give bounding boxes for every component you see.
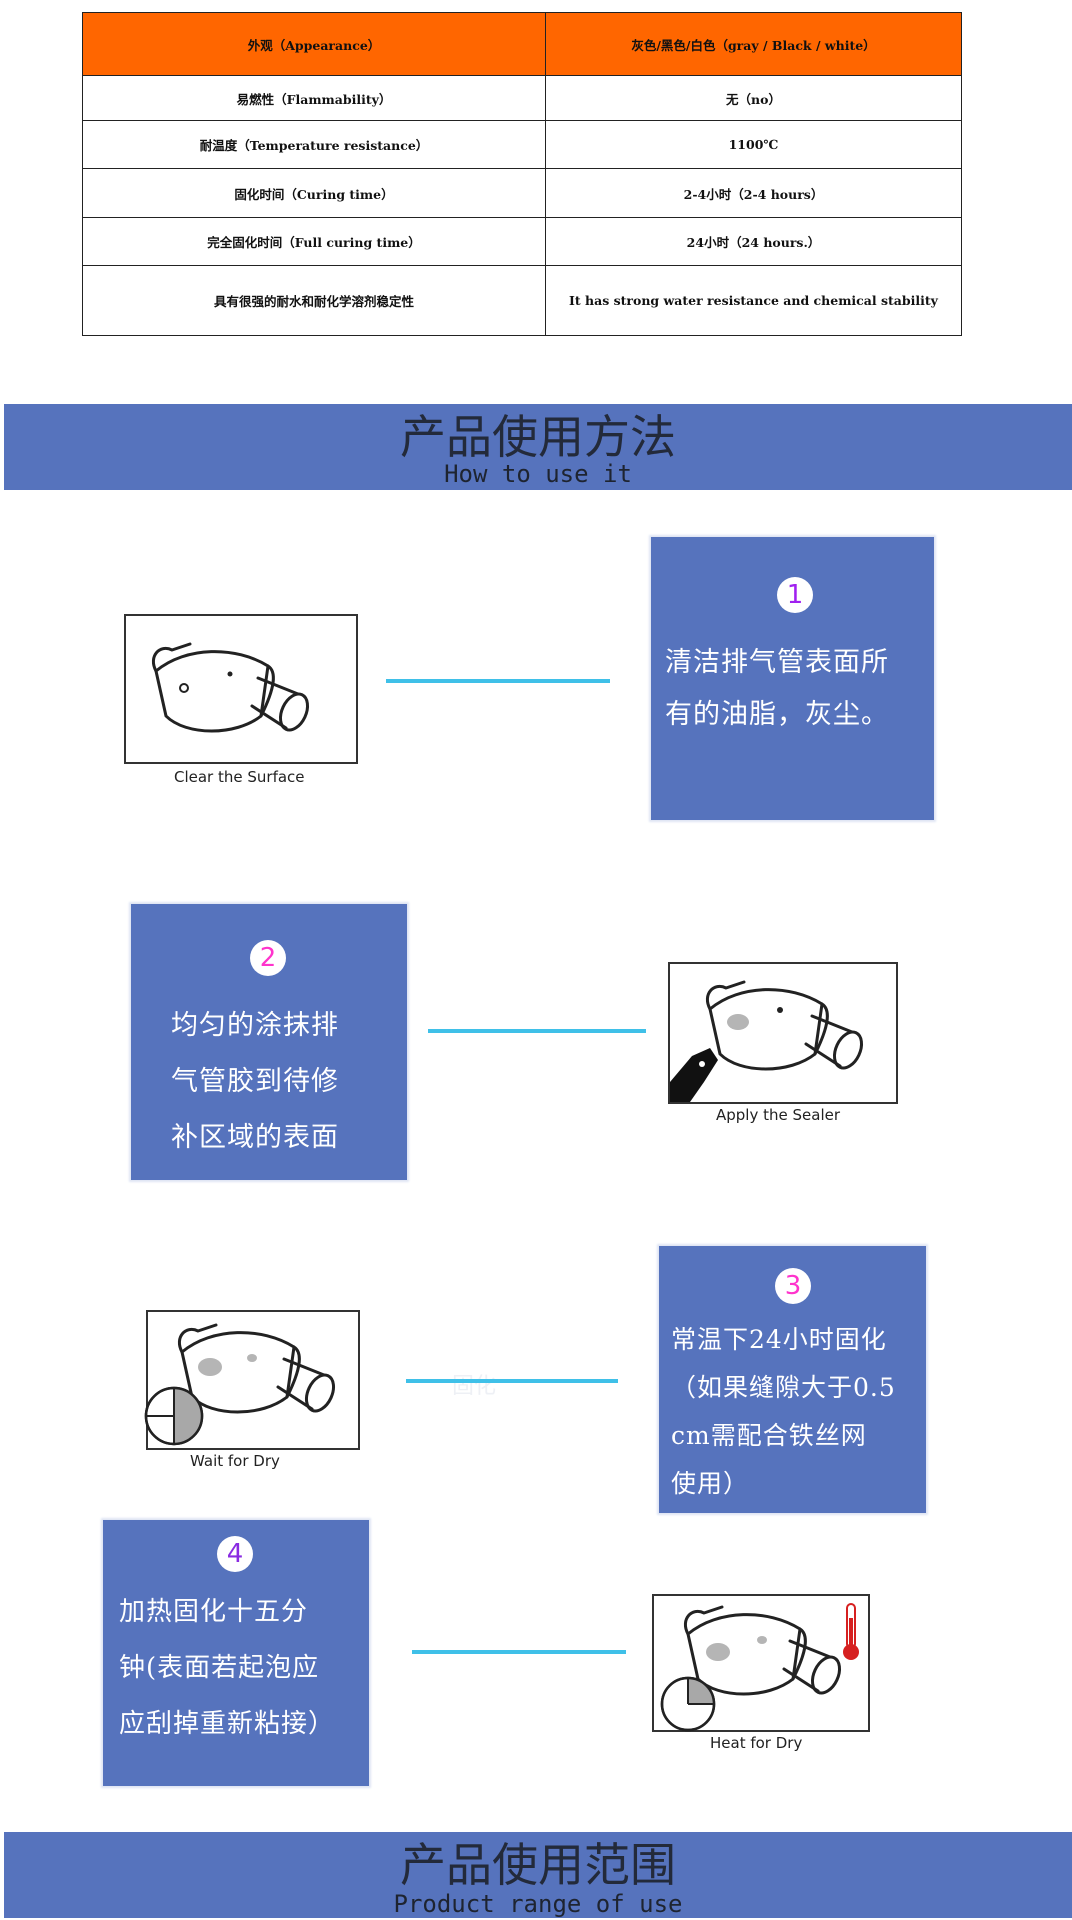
spec-label: 易燃性（Flammability） bbox=[82, 75, 546, 121]
spec-row-temperature: 耐温度（Temperature resistance） 1100℃ bbox=[82, 120, 962, 169]
step3-caption: Wait for Dry bbox=[190, 1452, 280, 1470]
muffler-icon bbox=[683, 1605, 842, 1696]
step4-text: 加热固化十五分 钟(表面若起泡应 应刮掉重新粘接） bbox=[119, 1597, 336, 1739]
range-banner: 产品使用范围 Product range of use bbox=[4, 1832, 1072, 1918]
spec-label: 耐温度（Temperature resistance） bbox=[82, 120, 546, 169]
apply-sealer-illustration bbox=[668, 962, 898, 1104]
step3-number: 3 bbox=[775, 1268, 811, 1304]
range-banner-title: 产品使用范围 bbox=[400, 1838, 676, 1892]
spec-label: 外观（Appearance） bbox=[82, 12, 546, 76]
step4-number: 4 bbox=[217, 1536, 253, 1572]
thermometer-icon bbox=[843, 1603, 859, 1660]
step2-number: 2 bbox=[250, 940, 286, 976]
spec-value: It has strong water resistance and chemi… bbox=[545, 265, 962, 336]
spec-value: 2-4小时（2-4 hours） bbox=[545, 168, 962, 218]
spec-row-full-curing: 完全固化时间（Full curing time） 24小时（24 hours.） bbox=[82, 217, 962, 266]
step4-box: 4 加热固化十五分 钟(表面若起泡应 应刮掉重新粘接） bbox=[103, 1520, 369, 1786]
step1-number: 1 bbox=[777, 577, 813, 613]
step2-text: 均匀的涂抹排 气管胶到待修 补区域的表面 bbox=[171, 1010, 339, 1153]
spec-row-appearance: 外观（Appearance） 灰色/黑色/白色（gray / Black / w… bbox=[82, 12, 962, 76]
usage-banner: 产品使用方法 How to use it bbox=[4, 404, 1072, 490]
spec-value: 灰色/黑色/白色（gray / Black / white） bbox=[545, 12, 962, 76]
step2-connector bbox=[428, 1029, 646, 1033]
spec-value: 无（no） bbox=[545, 75, 962, 121]
step4-caption: Heat for Dry bbox=[710, 1734, 803, 1752]
usage-banner-subtitle: How to use it bbox=[444, 460, 632, 488]
range-banner-subtitle: Product range of use bbox=[393, 1890, 683, 1918]
step3-text: 常温下24小时固化 （如果缝隙大于0.5 cm需配合铁丝网 使用） bbox=[671, 1325, 896, 1498]
usage-banner-title: 产品使用方法 bbox=[400, 410, 676, 464]
step3-box: 3 常温下24小时固化 （如果缝隙大于0.5 cm需配合铁丝网 使用） bbox=[659, 1246, 926, 1513]
spec-row-flammability: 易燃性（Flammability） 无（no） bbox=[82, 75, 962, 121]
spec-label: 固化时间（Curing time） bbox=[82, 168, 546, 218]
clock-icon bbox=[660, 1676, 716, 1732]
heat-for-dry-illustration bbox=[652, 1594, 870, 1732]
clock-icon bbox=[144, 1386, 204, 1446]
step1-connector bbox=[386, 679, 610, 683]
spec-row-stability: 具有很强的耐水和耐化学溶剂稳定性 It has strong water res… bbox=[82, 265, 962, 336]
step2-box: 2 均匀的涂抹排 气管胶到待修 补区域的表面 bbox=[131, 904, 407, 1180]
muffler-icon bbox=[670, 980, 864, 1102]
spec-value: 1100℃ bbox=[545, 120, 962, 169]
spec-table: 外观（Appearance） 灰色/黑色/白色（gray / Black / w… bbox=[82, 12, 962, 336]
step2-caption: Apply the Sealer bbox=[716, 1106, 841, 1124]
spec-label: 具有很强的耐水和耐化学溶剂稳定性 bbox=[82, 265, 546, 336]
step1-box: 1 清洁排气管表面所 有的油脂，灰尘。 bbox=[651, 537, 934, 820]
step1-caption: Clear the Surface bbox=[174, 768, 305, 786]
muffler-icon bbox=[177, 1323, 336, 1414]
step4-connector bbox=[412, 1650, 626, 1654]
spec-row-curing-time: 固化时间（Curing time） 2-4小时（2-4 hours） bbox=[82, 168, 962, 218]
step1-text: 清洁排气管表面所 有的油脂，灰尘。 bbox=[665, 647, 889, 730]
wait-for-dry-illustration bbox=[144, 1310, 360, 1450]
spec-value: 24小时（24 hours.） bbox=[545, 217, 962, 266]
step3-connector bbox=[406, 1379, 618, 1383]
spec-label: 完全固化时间（Full curing time） bbox=[82, 217, 546, 266]
clear-surface-illustration bbox=[124, 614, 358, 764]
muffler-icon bbox=[151, 642, 310, 733]
ghost-text: 固化 bbox=[452, 1374, 497, 1399]
